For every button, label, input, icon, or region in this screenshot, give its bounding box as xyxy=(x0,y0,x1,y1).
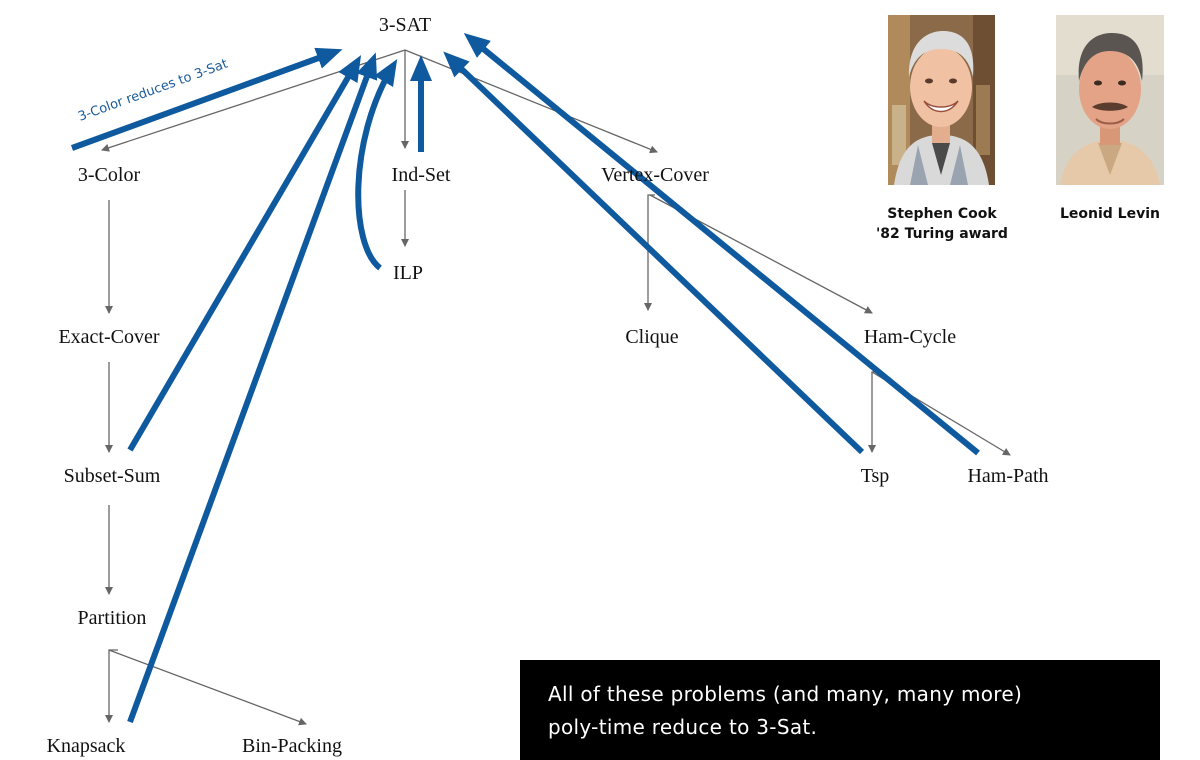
node-knapsack: Knapsack xyxy=(47,735,126,757)
leonid-levin-photo xyxy=(1056,15,1164,185)
node-ilp: ILP xyxy=(393,262,423,284)
node-ham-path: Ham-Path xyxy=(967,465,1048,487)
node-subset-sum: Subset-Sum xyxy=(64,465,161,487)
summary-line-2: poly-time reduce to 3-Sat. xyxy=(548,715,818,739)
node-ham-cycle: Ham-Cycle xyxy=(864,326,956,348)
node-clique: Clique xyxy=(625,326,678,348)
summary-callout: All of these problems (and many, many mo… xyxy=(520,660,1160,760)
edge-hamcycle-tsp xyxy=(868,371,880,453)
node-3-sat: 3-SAT xyxy=(379,14,431,36)
leonid-levin-caption: Leonid Levin xyxy=(1040,204,1180,224)
reduction-knapsack-sat xyxy=(127,52,378,724)
stephen-cook-name: Stephen Cook xyxy=(887,206,997,222)
leonid-levin-name: Leonid Levin xyxy=(1059,206,1160,222)
stephen-cook-photo xyxy=(888,15,995,185)
node-bin-packing: Bin-Packing xyxy=(242,735,342,757)
reduction-color-sat xyxy=(70,47,343,151)
node-ind-set: Ind-Set xyxy=(392,164,451,186)
node-3-color: 3-Color xyxy=(78,164,141,186)
node-tsp: Tsp xyxy=(861,465,890,487)
edge-partition-knapsack xyxy=(105,649,118,723)
stephen-cook-award: '82 Turing award xyxy=(876,226,1008,242)
stephen-cook-caption: Stephen Cook '82 Turing award xyxy=(862,204,1022,244)
summary-line-1: All of these problems (and many, many mo… xyxy=(548,682,1023,706)
node-partition: Partition xyxy=(78,607,147,629)
reduction-ilp-sat xyxy=(355,59,398,271)
reduction-subset-sat xyxy=(127,55,362,452)
reduction-annotation: 3-Color reduces to 3-Sat xyxy=(76,57,230,125)
reduction-tsp-sat xyxy=(443,51,865,455)
edge-vc-clique xyxy=(644,194,655,311)
reduction-hampath-sat xyxy=(463,32,980,456)
edge-partition-binpacking xyxy=(108,649,307,726)
node-exact-cover: Exact-Cover xyxy=(58,326,159,348)
summary-callout-text: All of these problems (and many, many mo… xyxy=(548,678,1140,744)
node-vertex-cover: Vertex-Cover xyxy=(601,164,709,186)
